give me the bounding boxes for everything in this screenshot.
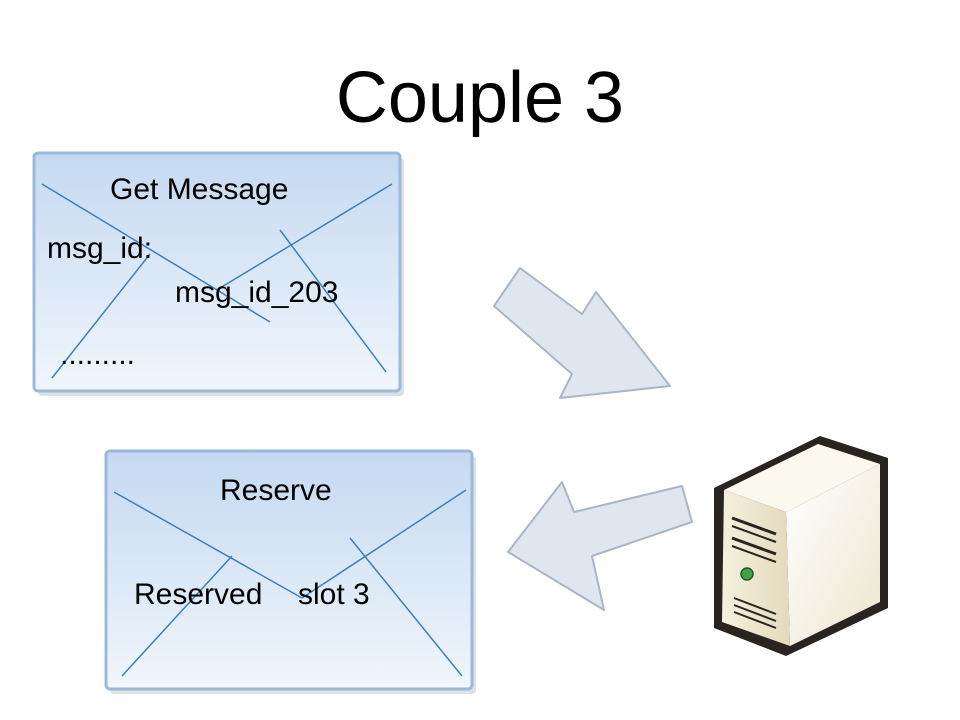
ellipsis-text: ......... [60,338,136,371]
reserve-heading: Reserve [220,474,332,507]
reserve-envelope: Reserve Reserved slot 3 [102,448,482,698]
arrow-down-right-icon [488,262,678,407]
slide-title: Couple 3 [335,58,625,138]
msg-id-label: msg_id: [47,232,153,265]
envelope-icon [104,449,476,694]
get-message-envelope: Get Message msg_id: msg_id_203 ......... [30,150,410,400]
msg-id-value: msg_id_203 [175,276,339,309]
server-tower-icon [700,430,900,665]
envelope-icon [32,151,404,396]
get-message-heading: Get Message [110,173,289,206]
arrow-down-left-icon [500,476,700,621]
slot-text: slot 3 [298,578,370,611]
reserved-word: Reserved [134,578,263,611]
